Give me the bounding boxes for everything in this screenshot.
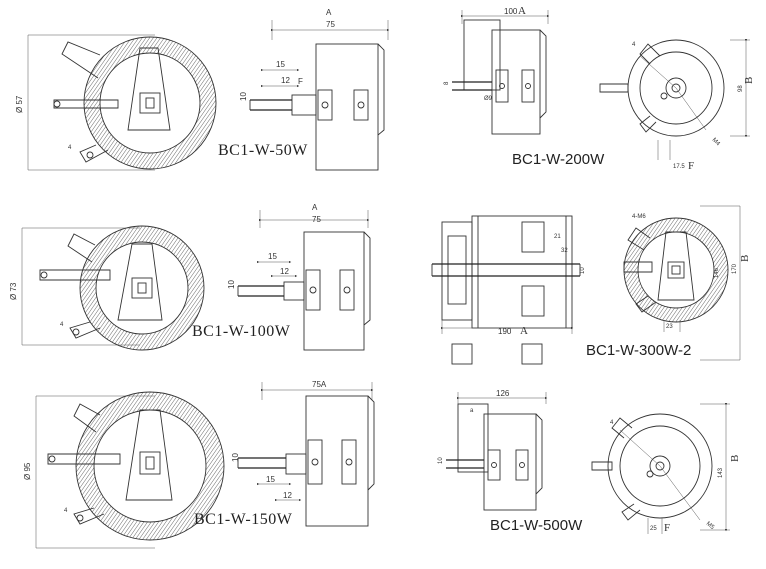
- dim-10: 10: [231, 453, 240, 462]
- side-view-300w: 21 32 10 190 A: [431, 215, 586, 365]
- side-view-150w: 75A 10 15 12: [231, 380, 375, 527]
- dim-m5: M5: [705, 521, 716, 531]
- dim-a: A: [312, 203, 318, 212]
- dim-a: A: [326, 8, 332, 17]
- dim-overall: 126: [496, 389, 510, 398]
- dim-hole: 4: [68, 145, 72, 151]
- front-view-200w: 98 B M4 17.5 F 4: [599, 38, 755, 172]
- model-label: BC1-W-100W: [192, 323, 291, 340]
- model-label: BC1-W-300W-2: [586, 342, 691, 359]
- model-label: BC1-W-200W: [512, 151, 605, 168]
- side-view-500w: 126 a 10: [438, 389, 548, 511]
- dim-a: A: [520, 325, 528, 337]
- dim-f: F: [298, 77, 303, 86]
- dim-10: 10: [239, 92, 248, 101]
- dim-diameter: Ø 95: [23, 462, 32, 480]
- dim-9: Ø9: [484, 96, 493, 102]
- dim-overall: 190: [498, 327, 512, 336]
- model-label: BC1-W-500W: [490, 517, 583, 534]
- dim-m6: 4-M6: [632, 214, 646, 220]
- drawing-bc1-w-300w-2: 21 32 10 190 A 170 B 4-M6 146: [431, 205, 751, 365]
- drawing-bc1-w-50w: Ø 57 4 A 75: [15, 8, 390, 171]
- front-view-100w: Ø 73 4: [9, 225, 205, 351]
- dim-a: a: [470, 408, 474, 414]
- drawing-bc1-w-150w: Ø 95 4 75A: [23, 380, 375, 549]
- dim-25: 25: [650, 526, 657, 532]
- model-label: BC1-W-150W: [194, 511, 293, 528]
- dim-a: A: [518, 5, 526, 17]
- dim-10: 10: [438, 457, 444, 464]
- dim-12: 12: [283, 491, 292, 500]
- dim-b: B: [729, 455, 741, 462]
- dim-hole: 4: [610, 420, 614, 426]
- dim-hole: 4: [64, 508, 68, 514]
- dim-23: 23: [666, 324, 673, 330]
- dim-10: 10: [580, 267, 586, 274]
- dim-12: 12: [280, 267, 289, 276]
- dim-f: F: [688, 160, 694, 172]
- dim-diameter: 143: [718, 467, 724, 478]
- dim-overall: 75A: [312, 380, 327, 389]
- dim-diameter: Ø 73: [9, 282, 18, 300]
- dim-diameter: Ø 57: [15, 95, 24, 113]
- drawing-bc1-w-100w: Ø 73 4 A 75: [9, 203, 371, 351]
- dim-b: B: [739, 255, 751, 262]
- dim-21: 21: [554, 234, 561, 240]
- front-view-500w: 143 B M5 25 F 4: [591, 402, 741, 534]
- model-label: BC1-W-50W: [218, 142, 308, 159]
- dim-10: 10: [227, 280, 236, 289]
- dim-146: 146: [714, 267, 720, 278]
- side-view-200w: 100 A 8 Ø9: [444, 5, 550, 135]
- dim-15: 15: [276, 60, 285, 69]
- dim-hole: 4: [632, 42, 636, 48]
- side-view-100w: A 75 15 12 10: [227, 203, 371, 351]
- dim-overall: 75: [312, 215, 321, 224]
- dim-12: 12: [281, 76, 290, 85]
- dim-overall: 75: [326, 20, 335, 29]
- dim-f: F: [664, 522, 670, 534]
- dim-m4: M4: [711, 137, 722, 148]
- front-view-50w: Ø 57 4: [15, 34, 217, 171]
- dim-8: 8: [444, 81, 450, 85]
- side-view-50w: A 75 15 12 F 10: [239, 8, 390, 171]
- dim-15: 15: [268, 252, 277, 261]
- dim-b: B: [743, 77, 755, 84]
- dim-32: 32: [561, 248, 568, 254]
- dim-diameter: 170: [732, 263, 738, 274]
- front-view-300w: 170 B 4-M6 146 23: [623, 205, 751, 361]
- drawing-bc1-w-500w: 126 a 10 143 B: [438, 389, 741, 534]
- drawing-bc1-w-200w: 100 A 8 Ø9 98 B: [444, 5, 755, 172]
- dim-17-5: 17.5: [673, 164, 685, 170]
- dim-hole: 4: [60, 322, 64, 328]
- front-view-150w: Ø 95 4: [23, 391, 225, 549]
- dim-15: 15: [266, 475, 275, 484]
- dim-diameter: 98: [738, 85, 744, 92]
- dim-overall: 100: [504, 7, 518, 16]
